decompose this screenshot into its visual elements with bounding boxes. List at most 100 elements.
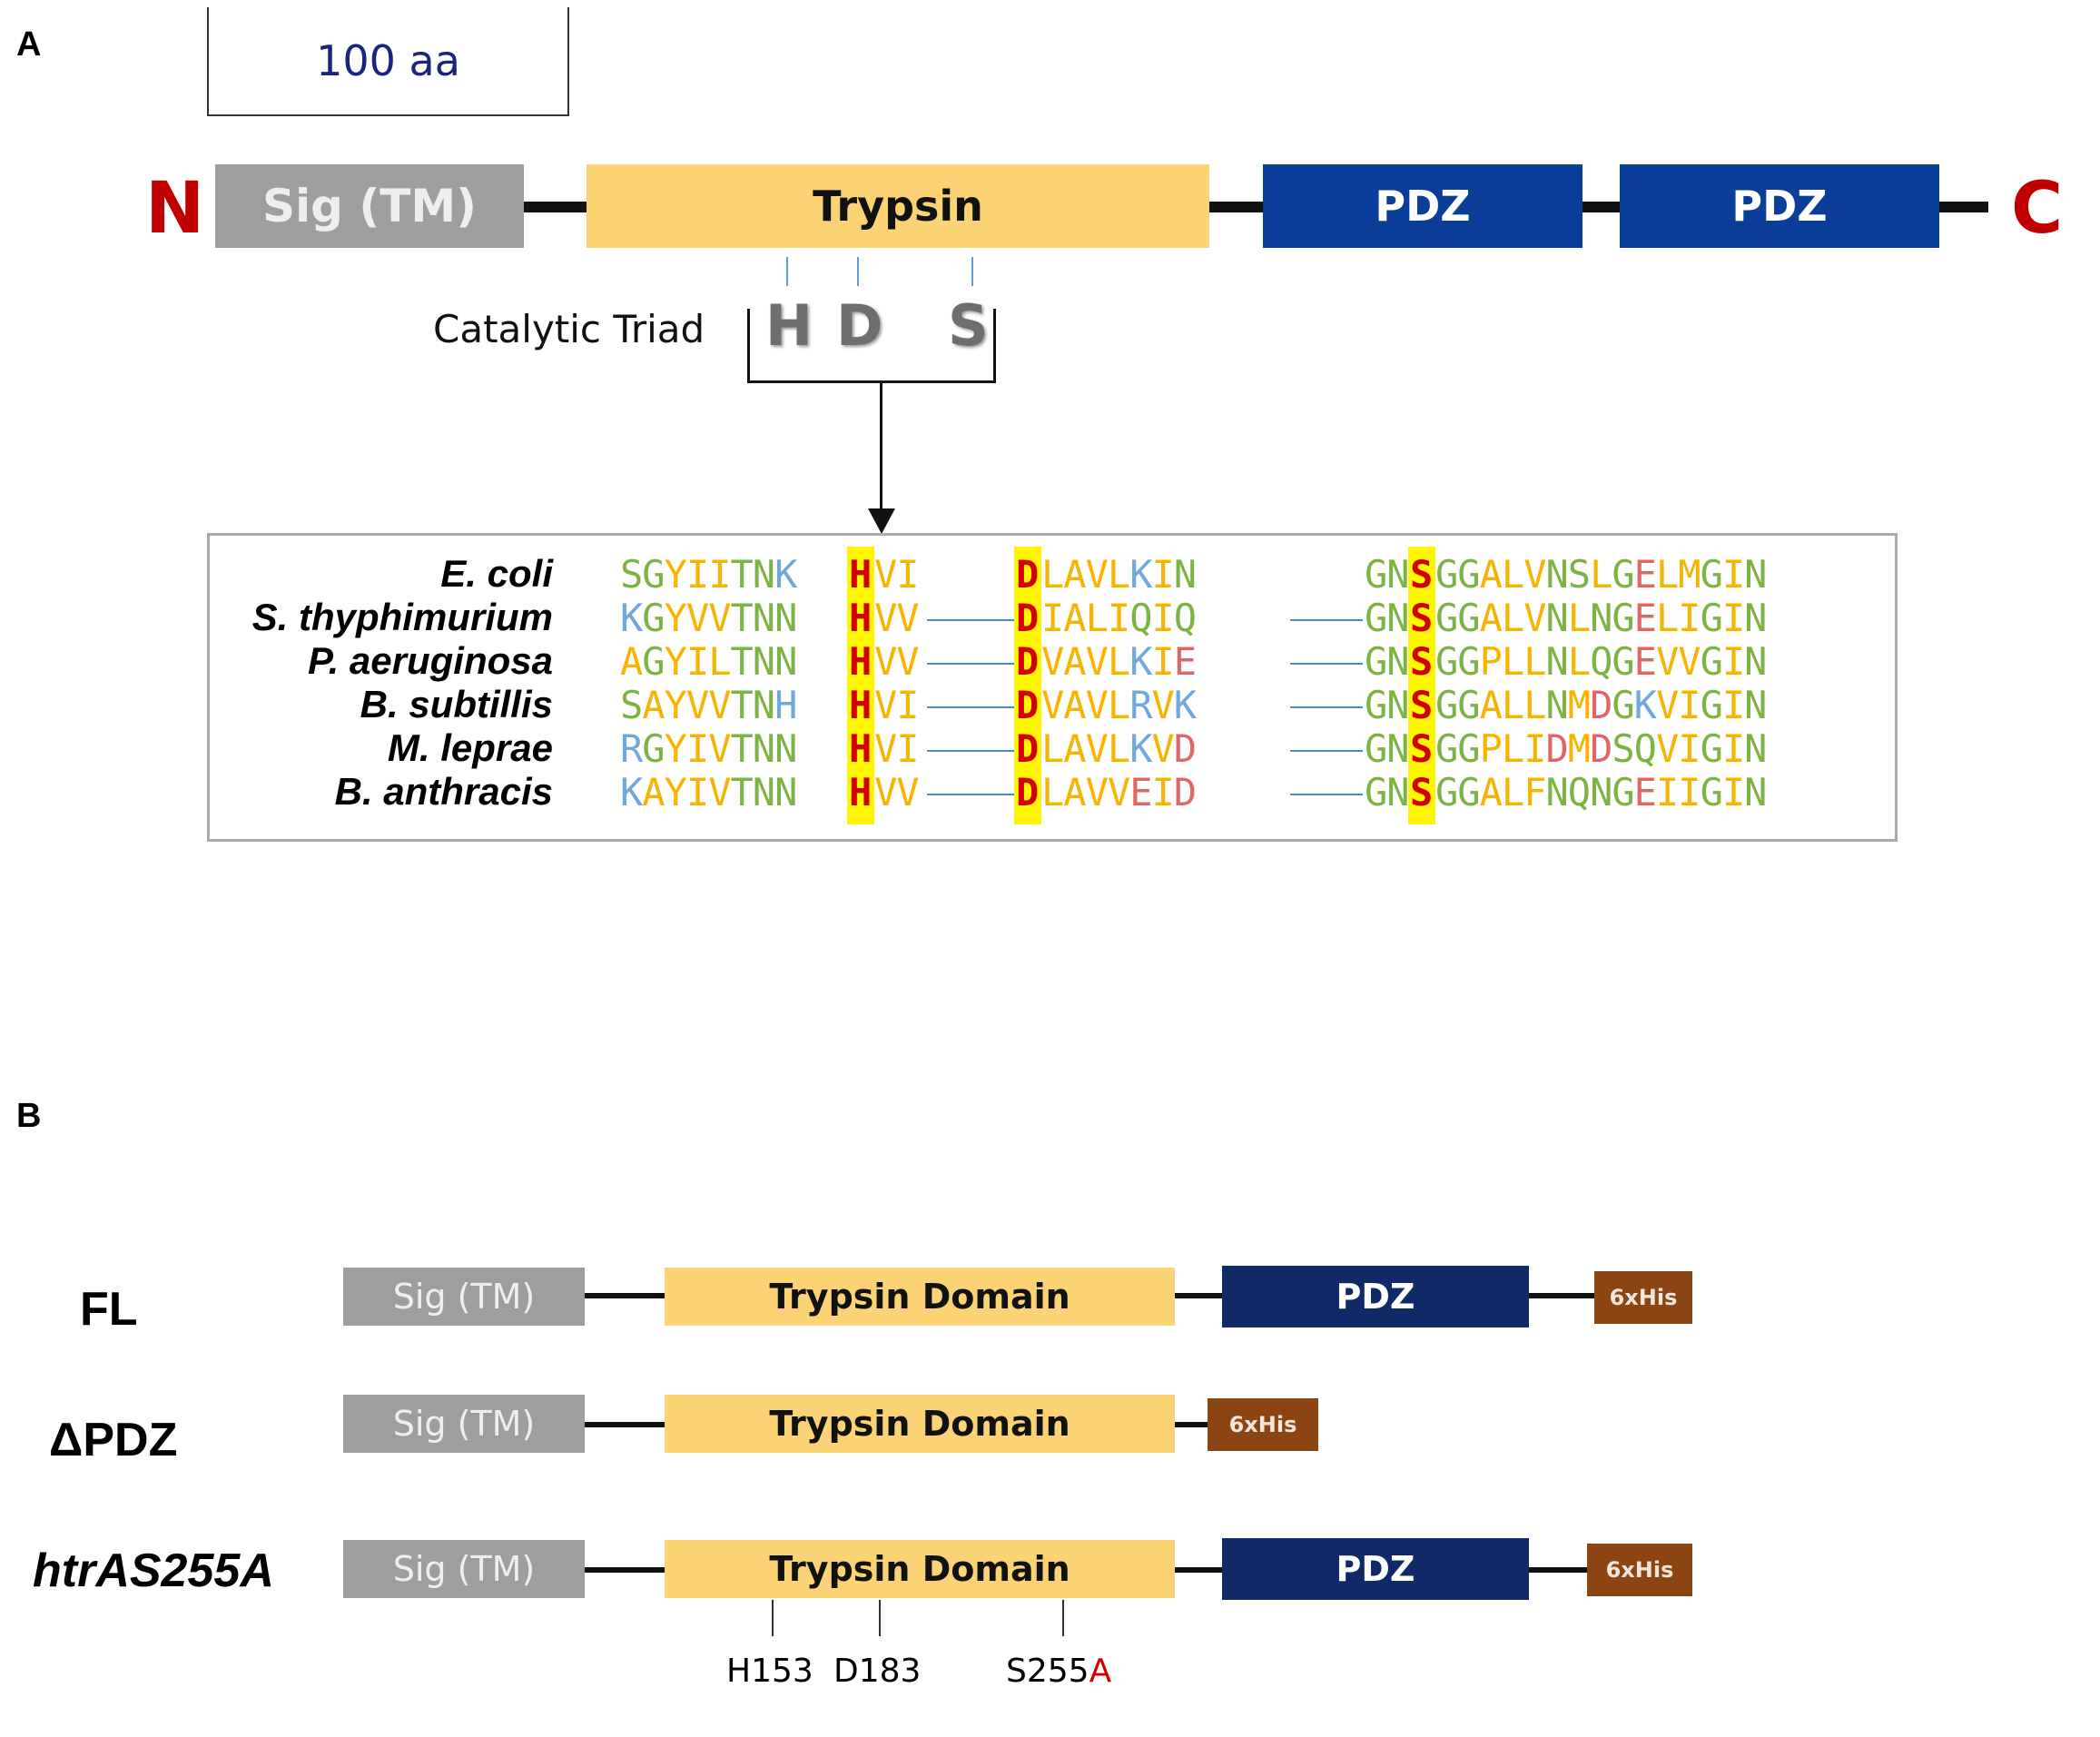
sig-domain-label: Sig (TM) [262, 180, 477, 232]
alignment-box: E. coli S. thyphimurium P. aeruginosa B.… [207, 533, 1898, 842]
dpdz-sig-domain: Sig (TM) [343, 1395, 585, 1453]
seq-segment: GGALVNSLGELMGIN [1435, 552, 1767, 597]
htra-his-label: 6xHis [1605, 1557, 1674, 1583]
seq-segment: GGPLLNLQGEVVGIN [1435, 639, 1767, 684]
trypsin-domain: Trypsin [587, 164, 1209, 248]
site-label-s255-mutation: A [1089, 1653, 1112, 1690]
catalytic-ser: S [1410, 683, 1433, 727]
gap-dash [927, 706, 1014, 708]
htra-sig-domain: Sig (TM) [343, 1540, 585, 1598]
catalytic-his: H [849, 726, 872, 771]
scale-bar-label: 100 aa [316, 36, 460, 85]
gap-dash [927, 619, 1014, 621]
seq-segment: VAVLRVK [1041, 683, 1197, 727]
seq-segment: GN [1365, 596, 1410, 640]
trypsin-domain-label: Trypsin [813, 182, 983, 231]
fl-sig-label: Sig (TM) [392, 1277, 536, 1317]
fl-pdz-domain: PDZ [1222, 1266, 1529, 1327]
site-tick-s255 [1062, 1600, 1064, 1636]
htra-his-tag: 6xHis [1587, 1544, 1692, 1596]
seq-segment: KAYIVTNN [620, 770, 797, 814]
pdz-domain-1-label: PDZ [1375, 182, 1471, 231]
catalytic-ser: S [1410, 596, 1433, 640]
seq-segment: GN [1365, 639, 1410, 684]
catalytic-his: H [849, 770, 872, 814]
htra-trypsin-label: Trypsin Domain [769, 1549, 1070, 1589]
seq-segment: AGYILTNN [620, 639, 797, 684]
gap-dash [927, 750, 1014, 752]
gap-dash [1290, 663, 1363, 665]
seq-segment: VI [874, 552, 920, 597]
catalytic-his: H [849, 683, 872, 727]
seq-segment: GN [1365, 683, 1410, 727]
site-tick-d183 [879, 1600, 881, 1636]
catalytic-his: H [849, 596, 872, 640]
catalytic-ser: S [1410, 552, 1433, 597]
asp-highlight-column [1014, 547, 1041, 824]
pdz-domain-2-label: PDZ [1731, 182, 1828, 231]
triad-s: S [948, 292, 989, 359]
dpdz-sig-label: Sig (TM) [392, 1404, 536, 1444]
fl-his-tag: 6xHis [1594, 1271, 1692, 1324]
fl-trypsin-label: Trypsin Domain [769, 1277, 1070, 1317]
seq-segment: GGALLNMDGKVIGIN [1435, 683, 1767, 727]
construct-label-fl: FL [80, 1283, 138, 1336]
fl-pdz-label: PDZ [1336, 1277, 1415, 1317]
gap-dash [1290, 794, 1363, 795]
site-label-h153: H153 [726, 1653, 813, 1690]
catalytic-ser: S [1410, 770, 1433, 814]
species-label: E. coli [440, 552, 553, 595]
seq-segment: VV [874, 596, 920, 640]
gap-dash [1290, 750, 1363, 752]
catalytic-asp: D [1016, 770, 1039, 814]
catalytic-asp: D [1016, 596, 1039, 640]
seq-segment: SAYVVTNH [620, 683, 797, 727]
seq-segment: VV [874, 639, 920, 684]
triad-tick-h [786, 257, 788, 286]
seq-segment: KGYVVTNN [620, 596, 797, 640]
pdz-domain-1: PDZ [1263, 164, 1582, 248]
fl-trypsin-domain: Trypsin Domain [665, 1268, 1175, 1326]
seq-segment: GN [1365, 770, 1410, 814]
triad-tick-s [971, 257, 973, 286]
gap-dash [1290, 619, 1363, 621]
sig-domain: Sig (TM) [215, 164, 524, 248]
site-label-s255-residue: S255 [1006, 1653, 1089, 1690]
panel-b-letter: B [16, 1097, 42, 1135]
species-label: S. thyphimurium [251, 596, 553, 638]
dpdz-his-tag: 6xHis [1208, 1398, 1318, 1451]
catalytic-ser: S [1410, 726, 1433, 771]
n-terminus-label: N [145, 168, 205, 250]
seq-segment: GGALVNLNGELIGIN [1435, 596, 1767, 640]
seq-segment: VI [874, 726, 920, 771]
seq-segment: VV [874, 770, 920, 814]
gap-dash [927, 663, 1014, 665]
htra-pdz-domain: PDZ [1222, 1538, 1529, 1600]
catalytic-asp: D [1016, 726, 1039, 771]
species-label: B. subtillis [360, 683, 553, 725]
seq-segment: LAVLKIN [1041, 552, 1197, 597]
triad-h: H [765, 292, 813, 359]
site-tick-h153 [772, 1600, 774, 1636]
seq-segment: SGYIITNK [620, 552, 797, 597]
seq-segment: LAVLKVD [1041, 726, 1197, 771]
triad-d: D [836, 292, 883, 359]
htra-pdz-label: PDZ [1336, 1549, 1415, 1589]
seq-segment: VAVLKIE [1041, 639, 1197, 684]
catalytic-triad-label: Catalytic Triad [433, 307, 705, 351]
site-label-s255: S255A [1006, 1653, 1111, 1690]
panel-a-letter: A [16, 25, 42, 64]
catalytic-asp: D [1016, 639, 1039, 684]
seq-segment: LAVVEID [1041, 770, 1197, 814]
fl-his-label: 6xHis [1609, 1285, 1678, 1310]
seq-segment: GGPLIDMDSQVIGIN [1435, 726, 1767, 771]
c-terminus-label: C [2011, 168, 2064, 250]
construct-label-htra-s255a: htrAS255A [33, 1545, 274, 1597]
seq-segment: IALIQIQ [1041, 596, 1197, 640]
dpdz-his-label: 6xHis [1228, 1412, 1297, 1437]
triad-tick-d [857, 257, 859, 286]
seq-segment: GN [1365, 552, 1410, 597]
site-label-d183: D183 [833, 1653, 922, 1690]
htra-trypsin-domain: Trypsin Domain [665, 1540, 1175, 1598]
gap-dash [927, 794, 1014, 795]
